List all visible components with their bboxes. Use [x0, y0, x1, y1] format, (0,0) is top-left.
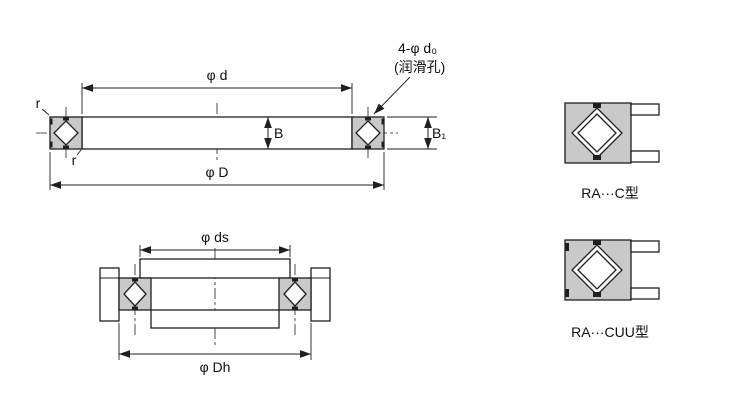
shaft-shoulder-plate	[139, 258, 291, 279]
dim-label-D: φ D	[205, 164, 228, 180]
cage-mark-bottom	[63, 145, 69, 149]
dim-label-d: φ d	[207, 67, 228, 83]
leader-line	[76, 149, 82, 156]
cage-mark-bottom	[365, 145, 371, 149]
crossed-roller	[577, 113, 617, 153]
housing-wall-right	[310, 267, 331, 322]
cage-mark-bottom	[132, 306, 138, 310]
corner-radius-labels: r r	[36, 95, 82, 168]
dim-label-ds: φ ds	[201, 229, 229, 245]
cage-mark-top	[292, 278, 298, 282]
seal-mark-bottom	[565, 289, 569, 297]
right-roller	[283, 281, 307, 307]
right-roller-block	[351, 116, 385, 150]
lubrication-holes-callout: 4-φ d₀ (润滑孔)	[373, 40, 445, 115]
lubrication-holes-label: 4-φ d₀	[398, 40, 437, 56]
cage-mark-bottom	[593, 292, 601, 297]
dim-label-b1: B₁	[432, 125, 446, 141]
detail-view-cuu: RA···CUU型	[564, 239, 660, 340]
cage-mark-top	[593, 103, 601, 108]
leader-line	[41, 108, 50, 116]
corner-radius-label-bottom: r	[72, 152, 77, 168]
right-roller-block	[278, 277, 312, 311]
ring-extension-bottom	[630, 150, 660, 163]
left-roller	[123, 281, 147, 307]
type-c-label: RA···C型	[581, 185, 639, 201]
dimension-B1: B₁	[387, 116, 446, 150]
ring-extension-top	[630, 103, 660, 116]
dimension-ds: φ ds	[139, 229, 291, 257]
dim-label-dh: φ Dh	[200, 359, 231, 375]
detail-view-c: RA···C型	[564, 102, 660, 201]
seal-mark-top	[50, 118, 53, 125]
ring-extension-bottom	[630, 287, 660, 300]
leader-line	[373, 76, 411, 115]
cage-mark-top	[365, 117, 371, 121]
dimension-d: φ d	[81, 67, 353, 114]
right-roller	[355, 120, 381, 146]
dimension-dh: φ Dh	[118, 323, 312, 375]
cage-mark-top	[132, 278, 138, 282]
cage-mark-top	[593, 240, 601, 245]
type-cuu-label: RA···CUU型	[571, 324, 649, 340]
seal-mark-top	[565, 243, 569, 251]
housing-wall-left	[99, 267, 120, 322]
corner-radius-label-top: r	[36, 95, 41, 111]
ring-extension-top	[630, 240, 660, 253]
seal-mark-bottom	[50, 141, 53, 148]
cage-mark-top	[63, 117, 69, 121]
crossed-roller	[577, 250, 617, 290]
left-roller-block	[118, 277, 152, 311]
clamp-plate	[150, 309, 280, 329]
cage-mark-bottom	[593, 155, 601, 160]
seal-mark-top	[381, 118, 384, 125]
dim-label-b: B	[274, 125, 283, 141]
lubrication-holes-note: (润滑孔)	[394, 59, 445, 75]
ring-section-body	[81, 116, 353, 150]
left-roller	[53, 120, 79, 146]
dimension-B: B	[264, 117, 283, 149]
left-roller-block	[49, 116, 83, 150]
seal-mark-bottom	[381, 141, 384, 148]
dimension-D: φ D	[49, 152, 385, 190]
front-section-view: φ d 4-φ d₀ (润滑孔) r r B B₁	[36, 40, 446, 190]
cage-mark-bottom	[292, 306, 298, 310]
mount-section-view: φ ds φ Dh	[99, 229, 331, 375]
